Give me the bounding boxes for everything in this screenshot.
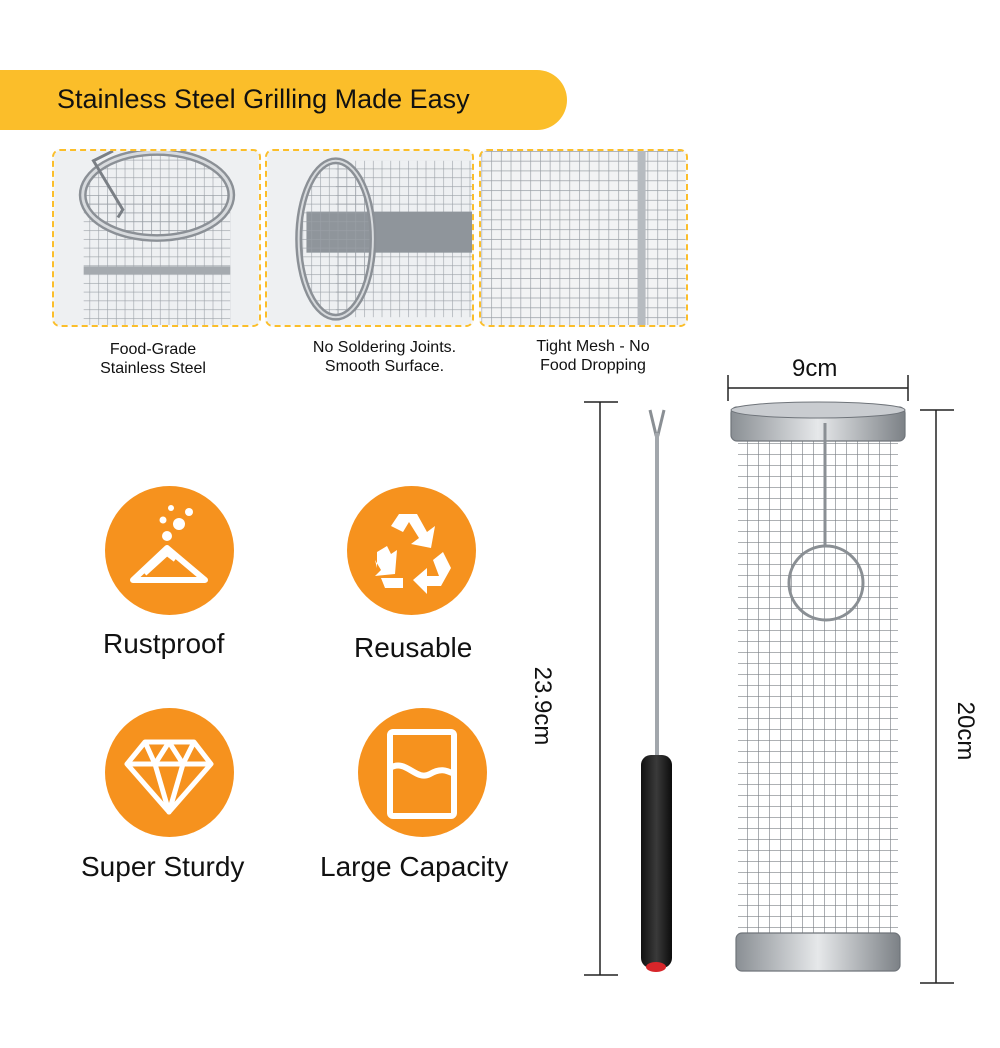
- detail-image-smooth-surface: [265, 149, 474, 327]
- caption-line: Food Dropping: [540, 357, 646, 374]
- detail-image-tight-mesh: [479, 149, 688, 327]
- caption-line: Smooth Surface.: [324, 358, 445, 375]
- caption-food-grade: Food-Grade Stainless Steel: [58, 340, 248, 378]
- product-illustration: [584, 375, 954, 984]
- feature-label-rustproof: Rustproof: [103, 628, 225, 659]
- caption-line: Stainless Steel: [100, 360, 206, 377]
- caption-line: Food-Grade: [109, 341, 197, 358]
- feature-label-super-sturdy: Super Sturdy: [81, 851, 245, 882]
- diamond-icon: [105, 708, 234, 837]
- basket-width-line: [727, 375, 909, 401]
- rustproof-icon: [105, 486, 234, 615]
- width-label: 9cm: [792, 355, 838, 382]
- capacity-icon: [358, 708, 487, 837]
- caption-no-soldering: No Soldering Joints. Smooth Surface.: [282, 338, 487, 376]
- caption-tight-mesh: Tight Mesh - No Food Dropping: [498, 337, 688, 375]
- fork-length-line: [584, 401, 618, 976]
- fork-image: [641, 409, 672, 972]
- caption-line: Tight Mesh - No: [536, 338, 650, 355]
- caption-line: No Soldering Joints.: [312, 339, 457, 356]
- title-banner: Stainless Steel Grilling Made Easy: [0, 70, 567, 130]
- recycle-icon: [347, 486, 476, 615]
- basket-image: [730, 401, 906, 972]
- banner-title: Stainless Steel Grilling Made Easy: [57, 84, 470, 114]
- basket-height-line: [920, 409, 954, 984]
- basket-height-label: 20cm: [952, 701, 979, 761]
- feature-label-large-capacity: Large Capacity: [320, 851, 509, 882]
- detail-image-food-grade: [52, 149, 261, 327]
- feature-label-reusable: Reusable: [354, 632, 473, 663]
- fork-length-label: 23.9cm: [529, 666, 556, 746]
